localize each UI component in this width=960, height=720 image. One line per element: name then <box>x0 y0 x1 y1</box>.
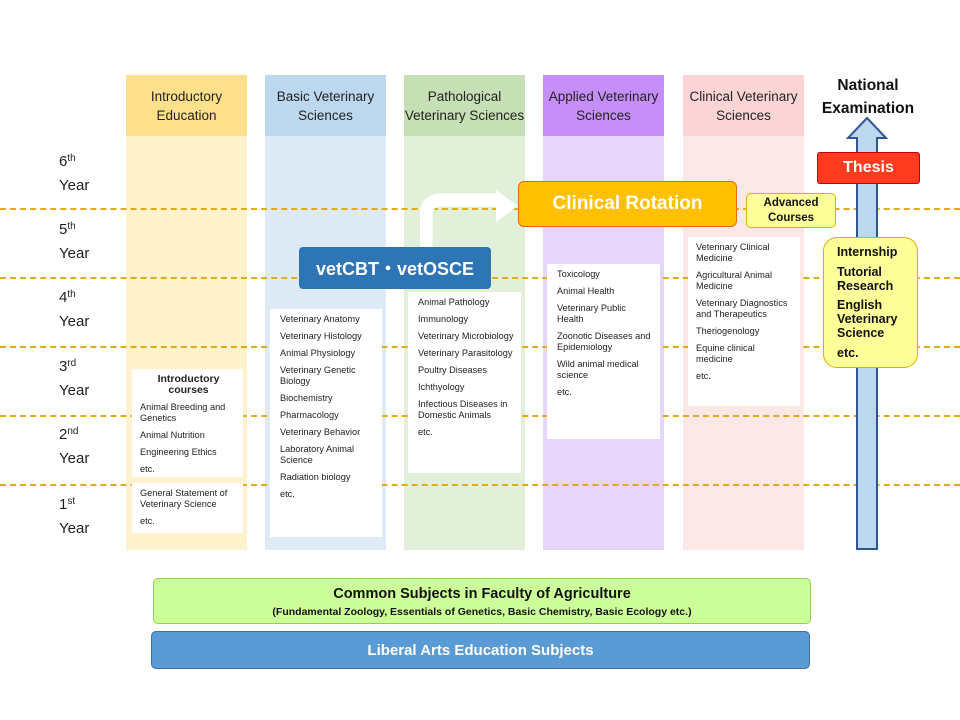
list-item: Veterinary Anatomy <box>280 314 360 324</box>
list-item: Animal Pathology <box>418 297 490 307</box>
list-item: Animal Health <box>557 286 615 296</box>
advanced-courses-label: Advanced Courses <box>746 193 836 228</box>
list-item: Veterinary Public Health <box>557 303 626 324</box>
list-item: Theriogenology <box>696 326 760 336</box>
list-item: Zoonotic Diseases and Epidemiology <box>557 331 651 352</box>
list-item: Agricultural Animal Medicine <box>696 270 773 291</box>
list-item: Infectious Diseases in Domestic Animals <box>418 399 508 420</box>
list-item: Equine clinical medicine <box>696 343 755 364</box>
list-item: etc. <box>280 489 295 499</box>
list-item: Veterinary Genetic Biology <box>280 365 356 386</box>
list-item: Pharmacology <box>280 410 339 420</box>
introductory-courses-title: Introductory courses <box>157 373 220 396</box>
list-item: etc. <box>140 464 155 474</box>
list-item: General Statement of Veterinary Science <box>140 488 228 509</box>
list-item: etc. <box>837 346 859 360</box>
list-item: Veterinary Microbiology <box>418 331 514 341</box>
national-examination-label: National Examination <box>821 77 915 117</box>
list-item: etc. <box>140 516 155 526</box>
list-item: etc. <box>696 371 711 381</box>
introductory-courses-box: Introductory courses Animal Breeding and… <box>132 369 243 477</box>
list-item: etc. <box>418 427 433 437</box>
list-item: Tutorial Research <box>837 265 894 293</box>
year-divider <box>0 208 960 210</box>
list-item: Veterinary Histology <box>280 331 362 341</box>
list-item: etc. <box>557 387 572 397</box>
list-item: Animal Nutrition <box>140 430 205 440</box>
vetcbt-vetosce-label: vetCBT・vetOSCE <box>299 247 491 289</box>
list-item: Veterinary Parasitology <box>418 348 513 358</box>
list-item: Wild animal medical science <box>557 359 639 380</box>
common-subjects-subtitle: (Fundamental Zoology, Essentials of Gene… <box>272 606 692 618</box>
list-item: Animal Breeding and Genetics <box>140 402 226 423</box>
list-item: Internship <box>837 245 898 259</box>
column-header: Applied Veterinary Sciences <box>543 75 664 136</box>
column-introductory: Introductory Education <box>126 75 247 550</box>
list-item: Radiation biology <box>280 472 351 482</box>
list-item: Ichthyology <box>418 382 465 392</box>
common-subjects-title: Common Subjects in Faculty of Agricultur… <box>333 586 631 602</box>
list-item: Poultry Diseases <box>418 365 487 375</box>
list-item: Engineering Ethics <box>140 447 217 457</box>
column-header: Introductory Education <box>126 75 247 136</box>
list-item: Biochemistry <box>280 393 333 403</box>
list-item: Veterinary Clinical Medicine <box>696 242 770 263</box>
applied-sciences-list: Toxicology Animal Health Veterinary Publ… <box>547 264 660 439</box>
general-statement-box: General Statement of Veterinary Science … <box>132 483 243 533</box>
pathological-sciences-list: Animal Pathology Immunology Veterinary M… <box>408 292 521 473</box>
clinical-rotation-label: Clinical Rotation <box>518 181 737 227</box>
basic-sciences-list: Veterinary Anatomy Veterinary Histology … <box>270 309 382 537</box>
bent-arrow-icon <box>420 190 518 252</box>
column-header: Basic Veterinary Sciences <box>265 75 386 136</box>
common-subjects-bar: Common Subjects in Faculty of Agricultur… <box>153 578 811 624</box>
column-header: Clinical Veterinary Sciences <box>683 75 804 136</box>
list-item: Veterinary Diagnostics and Therapeutics <box>696 298 788 319</box>
list-item: English Veterinary Science <box>837 298 898 340</box>
list-item: Immunology <box>418 314 469 324</box>
liberal-arts-bar: Liberal Arts Education Subjects <box>151 631 810 669</box>
column-header: Pathological Veterinary Sciences <box>404 75 525 136</box>
thesis-label: Thesis <box>817 152 920 184</box>
list-item: Veterinary Behavior <box>280 427 361 437</box>
list-item: Laboratory Animal Science <box>280 444 355 465</box>
year-divider <box>0 484 960 486</box>
internship-box: Internship Tutorial Research English Vet… <box>823 237 918 368</box>
clinical-sciences-list: Veterinary Clinical Medicine Agricultura… <box>688 237 800 406</box>
list-item: Toxicology <box>557 269 600 279</box>
list-item: Animal Physiology <box>280 348 356 358</box>
